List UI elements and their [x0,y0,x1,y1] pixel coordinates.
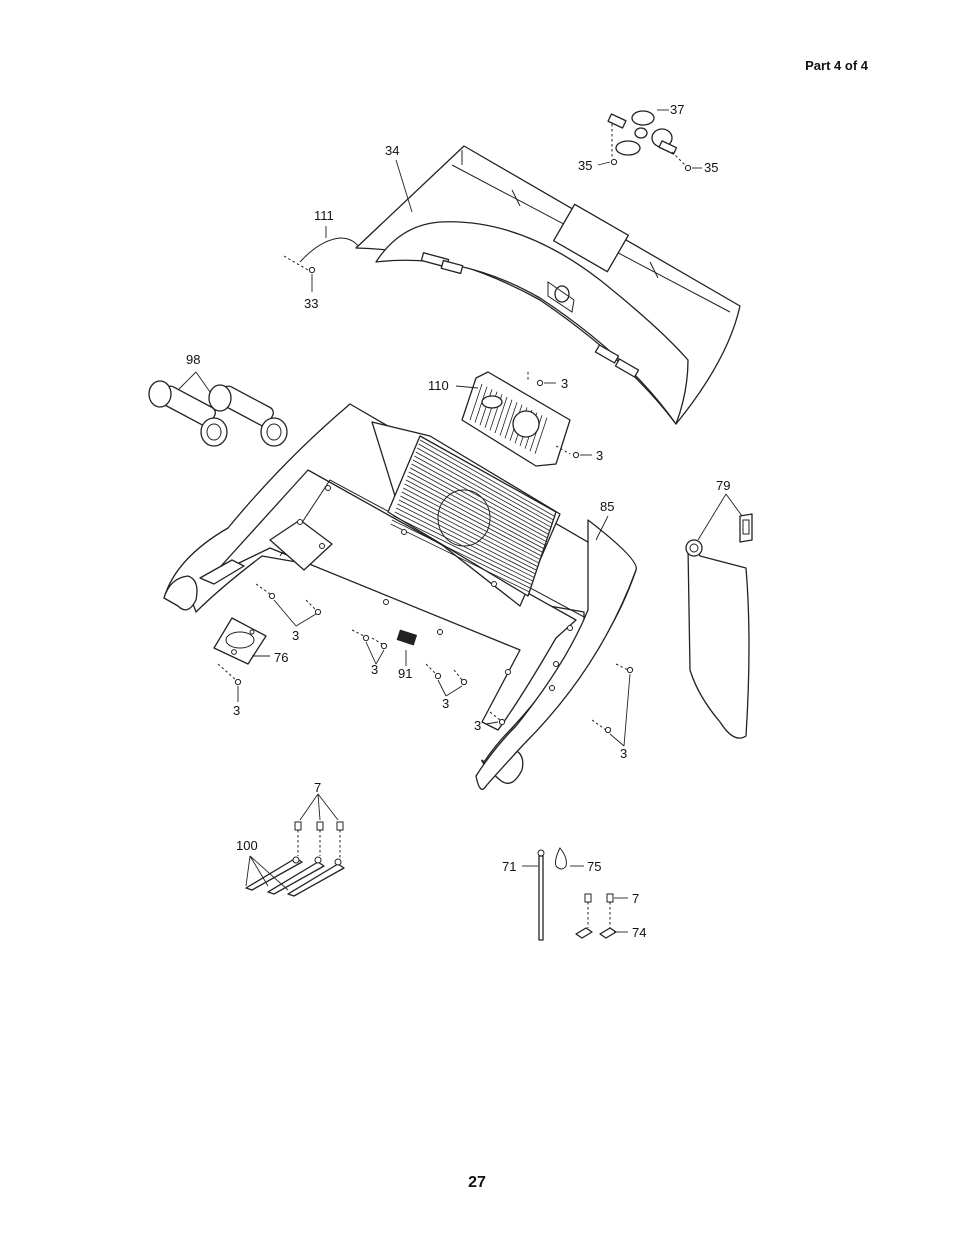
page-number: 27 [468,1174,486,1191]
callout-3-grill-bottom: 3 [596,448,603,463]
callout-110: 110 [428,378,449,393]
cable-tie-part-71 [537,849,545,941]
screw-7-right-a [584,893,592,903]
screw-3-cover [234,678,242,686]
fan-grill-part-110 [461,371,571,467]
callout-91: 91 [398,666,412,681]
callout-75: 75 [587,859,601,874]
screw-35-right [684,164,692,172]
screw-3-mid-c [498,718,506,726]
callout-3-mid-c: 3 [474,718,481,733]
screw-7-kit-c [336,821,344,831]
clip-nut-part-74-a [575,927,593,939]
callout-35-left: 35 [578,158,592,173]
callout-111: 111 [314,208,334,223]
screw-3-mid-b1 [434,672,442,680]
screw-3-left-a [268,592,276,600]
callout-3-cover: 3 [233,703,240,718]
callout-3-right: 3 [620,746,627,761]
page-part-label: Part 4 of 4 [805,58,868,73]
callout-3-mid-b: 3 [442,696,449,711]
console-part-34 [355,145,741,425]
screw-3-right-b [604,726,612,734]
callout-7-kit: 7 [314,780,321,795]
screw-7-right-b [606,893,614,903]
screw-33 [308,266,316,274]
screw-3-mid-a1 [362,634,370,642]
screw-3-right-a [626,666,634,674]
clip-nut-part-74-b [599,927,617,939]
bracket-kit-part-100 [245,856,345,897]
callout-100: 100 [236,838,258,853]
clip-part-75 [555,847,567,870]
callout-35-right: 35 [704,160,718,175]
callout-74: 74 [632,925,646,940]
screw-35-left [610,158,618,166]
screw-7-kit-b [316,821,324,831]
callout-79: 79 [716,478,730,493]
callout-85: 85 [600,499,614,514]
callout-33: 33 [304,296,318,311]
callout-98: 98 [186,352,200,367]
screw-7-kit-a [294,821,302,831]
screw-3-left-b [314,608,322,616]
console-base-part-85 [163,403,637,790]
fan-part-37 [607,110,687,167]
callout-7-right: 7 [632,891,639,906]
dumbbells-part-98 [148,380,288,447]
screw-3-mid-b2 [460,678,468,686]
screw-3-mid-a2 [380,642,388,650]
callout-3-left: 3 [292,628,299,643]
callout-3-grill-top: 3 [561,376,568,391]
callout-34: 34 [385,143,399,158]
callout-3-mid-a: 3 [371,662,378,677]
callout-76: 76 [274,650,288,665]
callout-71: 71 [502,859,516,874]
callout-37: 37 [670,102,684,117]
screw-3-grill-bottom [572,451,580,459]
screw-3-grill-top [536,379,544,387]
label-part-91 [396,629,418,646]
strip-part-79 [685,513,753,739]
access-cover-part-76 [213,617,267,665]
